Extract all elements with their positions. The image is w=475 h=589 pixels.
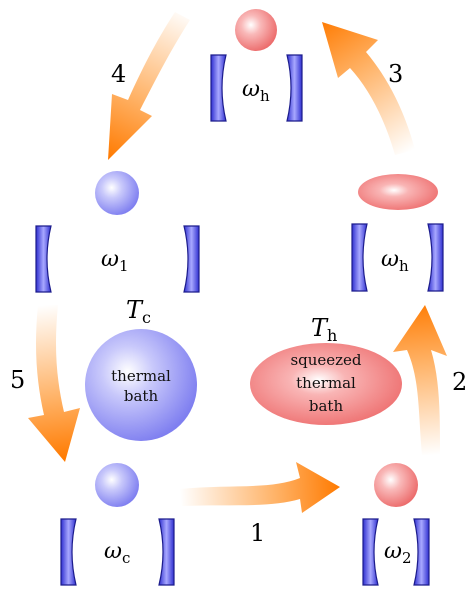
hot-bath-line-3: bath [309,397,344,415]
arrow-3-label: 3 [388,60,403,88]
left-mirror [60,518,77,586]
hot-bath-line-2: thermal [296,374,356,392]
cold-thermal-bath: Tc thermal bath [85,296,197,441]
arrow-4 [108,12,190,160]
right-mirror [183,225,200,293]
frequency-label: ωc [104,539,130,567]
cavity-right: ωh [351,174,444,292]
cold-atom [95,463,139,507]
arrow-4-label: 4 [111,60,126,88]
hot-bath-line-1: squeezed [290,351,361,369]
frequency-label: ω1 [101,247,129,275]
hot-squeezed-thermal-bath: Th squeezed thermal bath [250,314,402,425]
arrow-2-label: 2 [452,368,467,396]
left-mirror [210,54,227,122]
frequency-label: ωh [242,77,270,105]
frequency-label: ω2 [384,539,412,567]
right-mirror [427,223,444,292]
hot-atom [235,9,277,51]
squeezed-state [358,174,438,210]
cold-temperature-label: Tc [126,296,151,327]
cold-bath-sphere [85,329,197,441]
arrow-1-label: 1 [250,519,265,547]
cavity-bottom-left: ωc [60,463,175,586]
right-mirror [413,518,430,586]
cold-bath-line-2: bath [124,387,159,405]
cavity-bottom-right: ω2 [362,463,430,586]
hot-bath-ellipse [250,343,402,425]
arrow-1 [180,462,340,513]
left-mirror [35,225,52,293]
cold-bath-line-1: thermal [111,367,171,385]
cavity-left: ω1 [35,171,200,293]
hot-atom [374,463,418,507]
arrow-2 [393,305,447,455]
cavity-top: ωh [210,9,303,122]
left-mirror [362,518,379,586]
left-mirror [351,223,368,292]
arrow-5 [28,305,80,462]
right-mirror [286,54,303,122]
frequency-label: ωh [381,247,409,275]
arrow-5-label: 5 [10,366,25,394]
cold-atom [95,171,139,215]
hot-temperature-label: Th [311,314,337,345]
arrow-3 [322,22,415,155]
right-mirror [158,518,175,586]
